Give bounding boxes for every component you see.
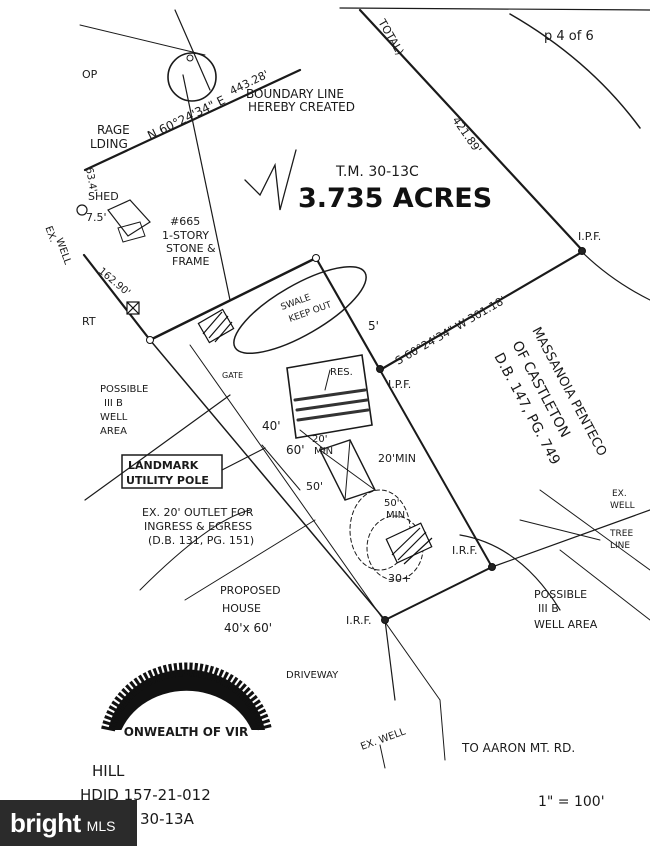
house-665-line-4: FRAME (172, 255, 210, 268)
boundary-lines (76, 7, 650, 769)
boundary-note-1: BOUNDARY LINE (246, 87, 344, 101)
possible-right-2: III B (538, 602, 559, 615)
ipf-middle: I.P.F. (388, 378, 411, 391)
dim-30: 30+ (388, 572, 411, 585)
storage-line-1: RAGE (97, 123, 130, 137)
dim-60: 60' (286, 443, 305, 457)
irf-right: I.R.F. (452, 544, 478, 557)
dim-50min-1: 50' (384, 498, 399, 509)
ex-well-right-2: WELL (610, 501, 635, 511)
watermark-suffix: MLS (86, 818, 116, 834)
watermark-brand: bright (10, 807, 81, 838)
to-road: TO AARON MT. RD. (461, 741, 575, 755)
dim-50min-2: MIN (386, 510, 405, 521)
possible-right-3: WELL AREA (534, 618, 598, 631)
shed-label: SHED (88, 190, 119, 203)
scale-label: 1" = 100' (538, 794, 605, 810)
house-665-line-3: STONE & (166, 242, 216, 255)
landmark-line-2: UTILITY POLE (126, 474, 209, 487)
hatched-squares (126, 301, 433, 565)
dim-5: 5' (368, 319, 379, 333)
outlet-line-2: INGRESS & EGRESS (144, 520, 252, 533)
seal-text: ONWEALTH OF VIR (124, 725, 249, 739)
owner-line-3: 30-13A (140, 810, 195, 828)
dim-63: 63.4' (83, 167, 98, 194)
notary-seal: ONWEALTH OF VIR (101, 662, 272, 740)
possible-left-4: AREA (100, 426, 127, 437)
dim-40: 40' (262, 419, 281, 433)
proposed-house-2: HOUSE (222, 602, 261, 615)
tree-line-1: TREE (609, 529, 633, 539)
tax-map: T.M. 30-13C (335, 164, 419, 180)
dim-20min: 20'MIN (378, 452, 416, 465)
ipf-right: I.P.F. (578, 230, 601, 243)
house-665-line-1: #665 (170, 215, 200, 228)
storage-line-2: LDING (90, 137, 128, 151)
gate-label: GATE (222, 371, 243, 380)
boundary-note-2: HEREBY CREATED (248, 100, 355, 114)
house-665-line-2: 1-STORY (162, 229, 209, 242)
ex-well-right-1: EX. (612, 489, 627, 499)
op-fragment: OP (82, 68, 98, 81)
owner-line-1: HILL (92, 762, 125, 780)
acreage: 3.735 ACRES (298, 183, 492, 214)
dim-75: 7.5' (86, 211, 107, 224)
owner-line-2: HDID 157-21-012 (80, 786, 211, 804)
dim-20-line-1: 20' (312, 434, 327, 445)
outlet-line-1: EX. 20' OUTLET FOR (142, 506, 254, 519)
dim-20-line-2: MIN (314, 446, 333, 457)
survey-markers (146, 247, 586, 624)
irf-bottom: I.R.F. (346, 614, 372, 627)
watermark-logo: bright MLS (0, 800, 137, 846)
proposed-house-3: 40'x 60' (224, 621, 272, 635)
dim-50: 50' (306, 480, 323, 493)
possible-left-2: III B (104, 398, 123, 409)
tree-line-2: LINE (610, 541, 630, 551)
ex-well-left-1: EX. (42, 225, 58, 244)
res-label: RES. (330, 367, 353, 378)
possible-left-1: POSSIBLE (100, 384, 148, 395)
driveway-label: DRIVEWAY (286, 670, 339, 681)
landmark-line-1: LANDMARK (128, 459, 199, 472)
page-label: p 4 of 6 (544, 29, 594, 44)
rt-fragment: RT (82, 315, 96, 328)
outlet-line-3: (D.B. 131, PG. 151) (148, 534, 254, 547)
possible-right-1: POSSIBLE (534, 588, 587, 601)
possible-left-3: WELL (100, 412, 128, 423)
proposed-house-1: PROPOSED (220, 584, 281, 597)
